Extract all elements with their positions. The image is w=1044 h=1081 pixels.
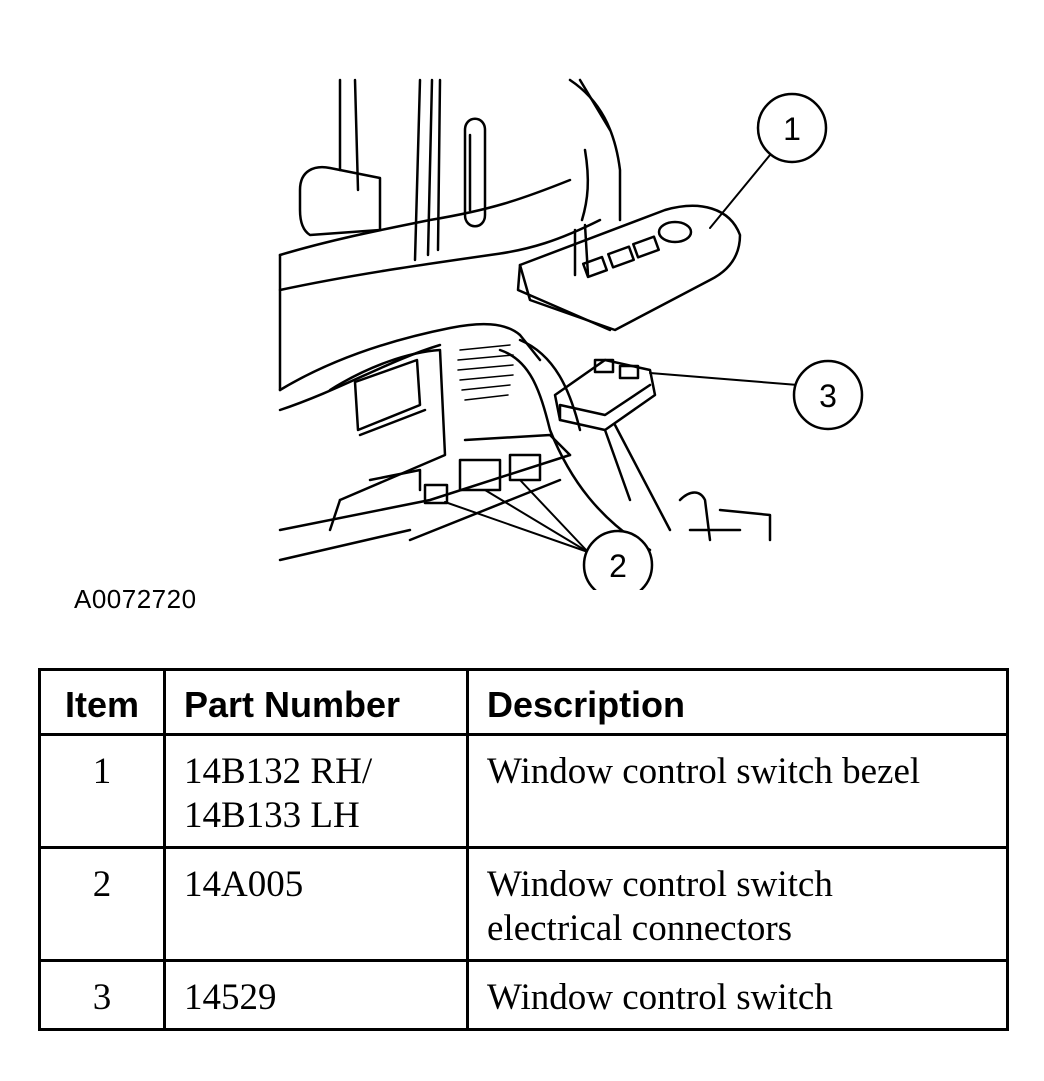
description-line: Window control switch <box>487 977 833 1018</box>
table-header-row: Item Part Number Description <box>38 668 1009 736</box>
description-line: Window control switch bezel <box>487 751 921 792</box>
leader-lines <box>444 154 799 553</box>
part-number-cell: 14529 <box>163 959 469 1031</box>
table-row: 2 14A005 Window control switch electrica… <box>38 846 1009 962</box>
part-number-line: 14529 <box>184 977 277 1018</box>
description-cell: Window control switch electrical connect… <box>466 846 1009 962</box>
item-cell: 3 <box>38 959 166 1031</box>
description-cell: Window control switch bezel <box>466 733 1009 849</box>
window-switch <box>553 358 672 532</box>
callout-2: 2 <box>582 529 654 590</box>
switch-bezel <box>516 204 742 332</box>
header-description: Description <box>466 668 1009 736</box>
table-row: 1 14B132 RH/ 14B133 LH Window control sw… <box>38 733 1009 849</box>
part-number-line: 14B132 RH/ <box>184 751 373 792</box>
item-cell: 1 <box>38 733 166 849</box>
table-row: 3 14529 Window control switch <box>38 959 1009 1031</box>
part-number-cell: 14B132 RH/ 14B133 LH <box>163 733 469 849</box>
parts-table: Item Part Number Description 1 14B132 RH… <box>38 668 1009 1031</box>
description-cell: Window control switch <box>466 959 1009 1031</box>
callout-1-label: 1 <box>783 111 801 147</box>
callout-1: 1 <box>756 92 828 164</box>
callout-2-label: 2 <box>609 548 627 584</box>
armrest-pocket <box>278 322 772 562</box>
item-cell: 2 <box>38 846 166 962</box>
description-line: Window control switch <box>487 864 833 905</box>
part-number-line: 14A005 <box>184 864 304 905</box>
figure-id: A0072720 <box>74 584 197 614</box>
electrical-connectors <box>368 433 572 505</box>
callout-3: 3 <box>792 359 864 431</box>
part-number-line: 14B133 LH <box>184 795 360 836</box>
header-item: Item <box>38 668 166 736</box>
door-frame <box>278 78 622 392</box>
callout-3-label: 3 <box>819 378 837 414</box>
part-number-cell: 14A005 <box>163 846 469 962</box>
header-part-number: Part Number <box>163 668 469 736</box>
description-line: electrical connectors <box>487 908 793 949</box>
door-panel-illustration: 1 3 2 <box>270 60 890 590</box>
